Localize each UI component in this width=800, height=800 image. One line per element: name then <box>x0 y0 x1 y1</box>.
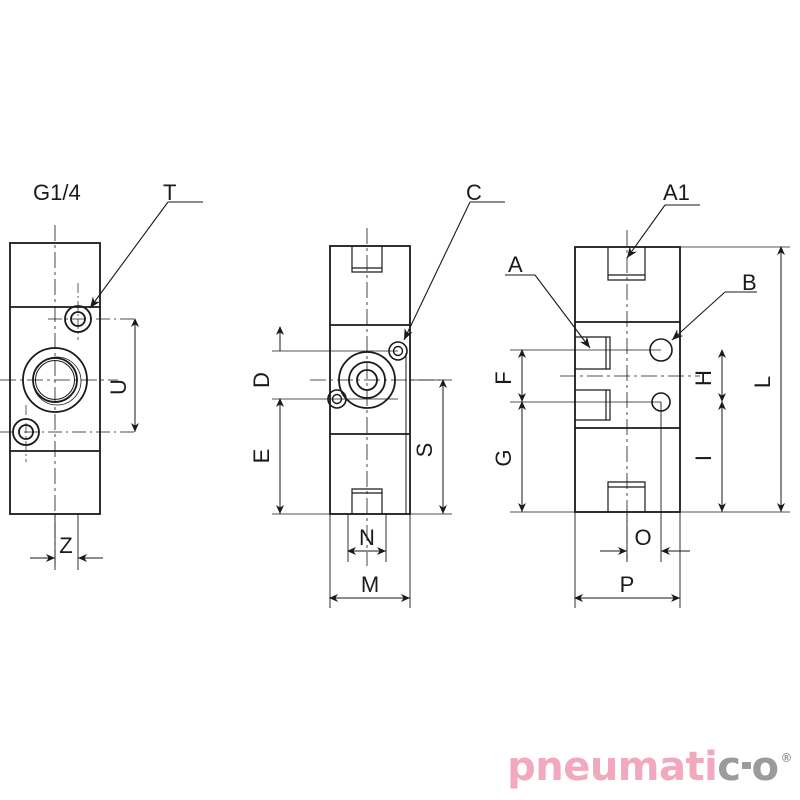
label-dim-L: L <box>750 376 775 388</box>
label-B: B <box>742 270 757 295</box>
label-thread-spec: G1/4 <box>33 180 81 205</box>
logo-dash <box>741 762 751 769</box>
label-A1: A1 <box>663 180 690 205</box>
middle-view-extension-lines <box>272 350 398 515</box>
right-view-top-slot <box>607 247 646 281</box>
label-dim-D: D <box>249 372 274 388</box>
left-view-port-circles <box>22 347 88 413</box>
leader-line-C <box>403 201 505 341</box>
dimension-Z <box>30 514 103 570</box>
label-dim-F: F <box>491 371 516 384</box>
dimension-N <box>347 514 387 562</box>
label-A: A <box>508 252 523 277</box>
leader-line-T <box>89 201 203 309</box>
label-dim-N: N <box>359 525 375 550</box>
right-view-body <box>574 246 681 513</box>
label-dim-P: P <box>620 572 635 597</box>
label-dim-Z: Z <box>59 533 72 558</box>
label-dim-H: H <box>691 370 716 386</box>
right-view-bottom-slot <box>607 481 646 512</box>
label-T: T <box>163 180 176 205</box>
dimension-S <box>410 379 452 515</box>
leader-line-B <box>671 291 757 341</box>
dimension-O <box>600 402 690 562</box>
logo-text-part1: pneumati <box>507 744 718 790</box>
right-view-side-port-upper <box>575 336 611 370</box>
leader-line-A1 <box>626 204 700 259</box>
right-view-extension-lines <box>510 246 790 513</box>
right-view-side-port-lower <box>575 389 611 421</box>
label-dim-O: O <box>634 525 651 550</box>
left-view-centerlines <box>0 225 118 566</box>
right-view-centerlines <box>560 230 700 560</box>
registered-trademark-icon: ® <box>780 751 793 765</box>
middle-view-port-circles <box>338 351 396 409</box>
label-dim-S: S <box>412 443 437 458</box>
label-dim-U: U <box>106 379 131 395</box>
dimension-P <box>574 512 681 608</box>
left-view-screw-centerlines <box>0 318 135 433</box>
dimension-M <box>329 514 411 608</box>
logo-text-part2: c <box>717 744 741 790</box>
label-dim-G: G <box>491 449 516 466</box>
logo-text-part3: o <box>751 744 779 790</box>
label-dim-M: M <box>361 572 379 597</box>
left-view-aux-centerlines <box>25 283 79 462</box>
label-C: C <box>466 180 482 205</box>
label-dim-E: E <box>249 449 274 464</box>
leader-line-A <box>505 274 591 349</box>
label-dim-I: I <box>691 455 716 461</box>
